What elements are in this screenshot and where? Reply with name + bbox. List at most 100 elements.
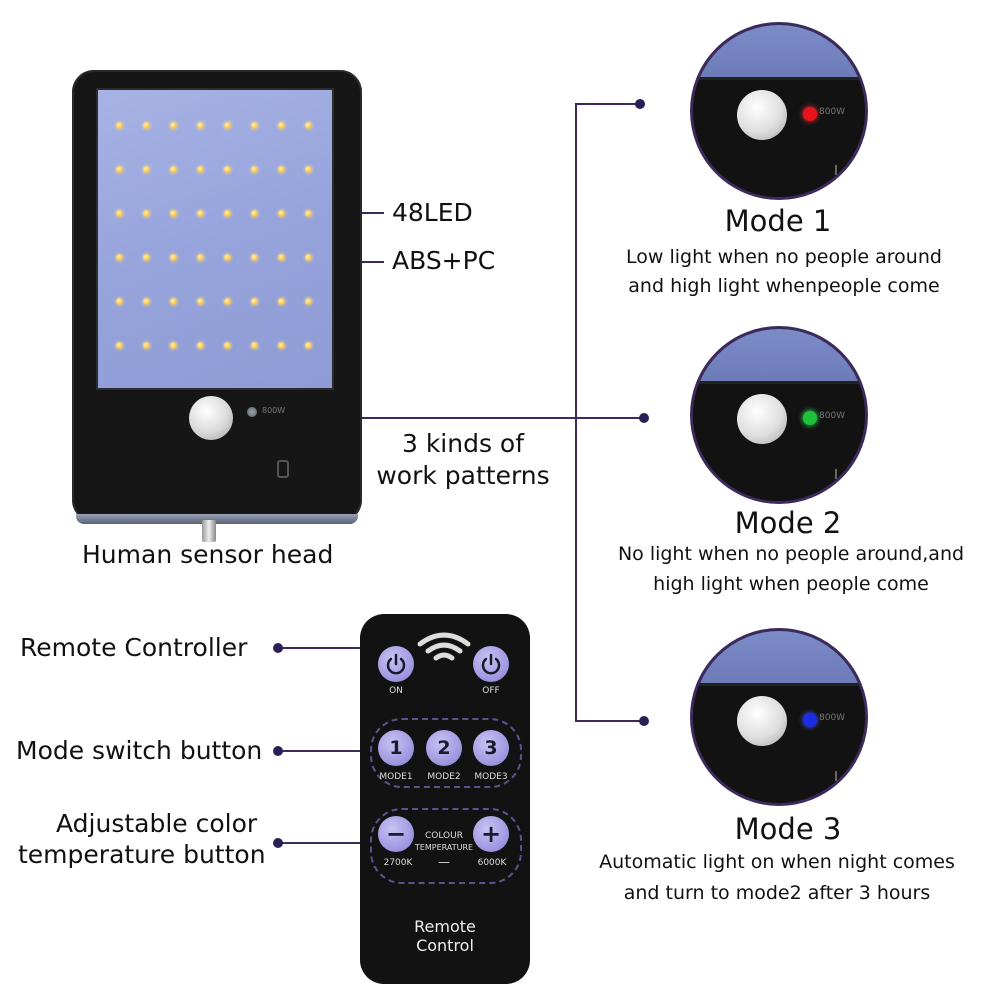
power-icon — [386, 653, 406, 675]
mode2-indicator-text: 800W — [819, 411, 846, 421]
mode2-button[interactable]: 2 — [426, 730, 462, 766]
led-dot — [278, 210, 285, 217]
mode-switch-pointer-dot — [273, 746, 283, 756]
led-dot — [197, 342, 204, 349]
color-temp-label-line1: Adjustable color — [56, 809, 258, 838]
led-dot — [197, 122, 204, 129]
led-dot — [170, 298, 177, 305]
led-dot — [170, 210, 177, 217]
led-dot — [224, 298, 231, 305]
color-temp-pointer-dot — [273, 838, 283, 848]
led-dot — [251, 254, 258, 261]
mode-button-group — [370, 718, 522, 788]
color-temp-minus-button[interactable]: − — [378, 816, 414, 852]
controller-pointer-dot — [273, 643, 283, 653]
material-label: ABS+PC — [392, 246, 496, 275]
led-dot — [116, 122, 123, 129]
mode3-indicator-led — [803, 713, 817, 727]
lamp-switch-icon — [277, 460, 289, 478]
led-dot — [305, 122, 312, 129]
mode1-indicator-text: 800W — [819, 107, 846, 117]
led-dot — [224, 166, 231, 173]
cool-temp-label: 6000K — [477, 858, 507, 868]
led-dot — [305, 342, 312, 349]
led-dot — [224, 342, 231, 349]
led-dot — [197, 254, 204, 261]
color-temp-plus-button[interactable]: + — [473, 816, 509, 852]
mode3-button-label: MODE3 — [474, 772, 508, 782]
mode-bracket-line — [575, 103, 640, 722]
led-dot — [278, 342, 285, 349]
remote-title-line2: Control — [416, 936, 474, 955]
led-panel — [96, 88, 334, 390]
mode3-title: Mode 3 — [734, 812, 842, 846]
work-patterns-label: 3 kinds of work patterns — [376, 429, 550, 490]
wireless-signal-icon — [417, 632, 471, 661]
remote-controller-label: Remote Controller — [20, 633, 248, 662]
led-dot — [251, 298, 258, 305]
led-count-label: 48LED — [392, 198, 473, 227]
power-icon — [481, 653, 501, 675]
led-dot — [170, 254, 177, 261]
mode3-desc-line1: Automatic light on when night comes — [599, 851, 955, 873]
mode2-desc-line1: No light when no people around,and — [617, 543, 965, 565]
mode3-button[interactable]: 3 — [473, 730, 509, 766]
mode1-desc-line2: and high light whenpeople come — [628, 275, 940, 297]
remote-title-line1: Remote — [414, 917, 476, 936]
led-dot — [278, 298, 285, 305]
sensor-head-label: Human sensor head — [82, 540, 334, 569]
power-on-button[interactable] — [378, 646, 414, 682]
warm-temp-label: 2700K — [383, 858, 413, 868]
mode1-desc-line1: Low light when no people around — [626, 246, 942, 268]
mode3-indicator-text: 800W — [819, 713, 846, 723]
led-dot — [143, 254, 150, 261]
temperature-dash: — — [438, 855, 450, 869]
sensor-head-closeup — [737, 696, 787, 746]
led-dot — [197, 166, 204, 173]
power-off-button[interactable] — [473, 646, 509, 682]
mode3-closeup: 800W — [690, 628, 868, 806]
mode1-button-label: MODE1 — [379, 772, 413, 782]
led-dot — [278, 122, 285, 129]
led-dot — [224, 122, 231, 129]
led-dot — [224, 254, 231, 261]
colour-label: COLOUR — [425, 831, 463, 841]
mode2-closeup: 800W — [690, 326, 868, 504]
led-dot — [116, 166, 123, 173]
color-temp-label-line2: temperature button — [18, 840, 266, 869]
led-dot — [197, 210, 204, 217]
on-label: ON — [389, 686, 403, 696]
led-dot — [305, 166, 312, 173]
led-dot — [170, 166, 177, 173]
led-dot — [143, 166, 150, 173]
led-dot — [251, 342, 258, 349]
mode1-closeup: 800W — [690, 22, 868, 200]
mode1-button[interactable]: 1 — [378, 730, 414, 766]
mode1-title: Mode 1 — [724, 204, 832, 238]
led-dot — [251, 166, 258, 173]
mode2-button-label: MODE2 — [427, 772, 461, 782]
lamp-indicator-text: 800W — [262, 406, 286, 415]
mode1-indicator-led — [803, 107, 817, 121]
led-dot — [143, 298, 150, 305]
led-dot — [116, 210, 123, 217]
sensor-head-closeup — [737, 90, 787, 140]
mode2-title: Mode 2 — [734, 506, 842, 540]
human-sensor-head — [189, 396, 233, 440]
mode2-desc-line2: high light when people come — [653, 573, 929, 595]
led-dot — [143, 122, 150, 129]
led-dot — [116, 298, 123, 305]
led-dot — [305, 254, 312, 261]
led-dot — [197, 298, 204, 305]
lamp-base-edge — [76, 514, 358, 524]
mode3-desc-line2: and turn to mode2 after 3 hours — [623, 882, 931, 904]
led-dot — [278, 254, 285, 261]
led-dot — [305, 298, 312, 305]
temperature-label: TEMPERATURE — [414, 843, 474, 852]
mode-switch-label: Mode switch button — [16, 736, 263, 765]
mode3-pointer-dot — [639, 716, 649, 726]
led-dot — [251, 210, 258, 217]
mode1-pointer-dot — [635, 99, 645, 109]
color-temp-button-group — [370, 808, 522, 884]
lamp-mount-screw — [202, 520, 216, 542]
